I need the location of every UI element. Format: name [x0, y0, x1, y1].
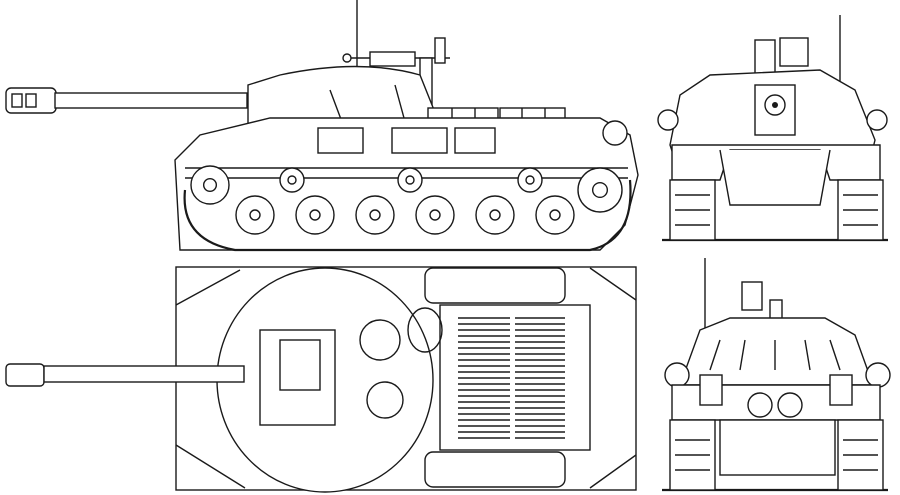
top-gun-barrel	[5, 363, 245, 387]
track-roller	[190, 165, 230, 205]
rear-tracks	[675, 439, 878, 471]
road-wheels	[190, 165, 623, 235]
track-roller	[397, 167, 423, 193]
front-left-track	[675, 194, 710, 226]
track-roller	[279, 167, 305, 193]
front-right-track	[843, 194, 878, 226]
cupola	[359, 319, 401, 361]
top-view	[5, 266, 637, 493]
track-roller	[517, 167, 543, 193]
road-wheel	[475, 195, 515, 235]
road-wheel	[355, 195, 395, 235]
side-view	[5, 0, 639, 409]
gun-barrel	[5, 87, 248, 114]
front-view	[657, 15, 888, 242]
track	[183, 179, 632, 252]
road-wheel	[295, 195, 335, 235]
road-wheel	[235, 195, 275, 235]
road-wheel	[415, 195, 455, 235]
rear-view	[662, 258, 891, 492]
track-roller	[577, 167, 623, 213]
road-wheel	[535, 195, 575, 235]
engine-deck	[439, 304, 591, 451]
hatch	[407, 307, 443, 353]
gun-mantlet	[259, 329, 336, 426]
